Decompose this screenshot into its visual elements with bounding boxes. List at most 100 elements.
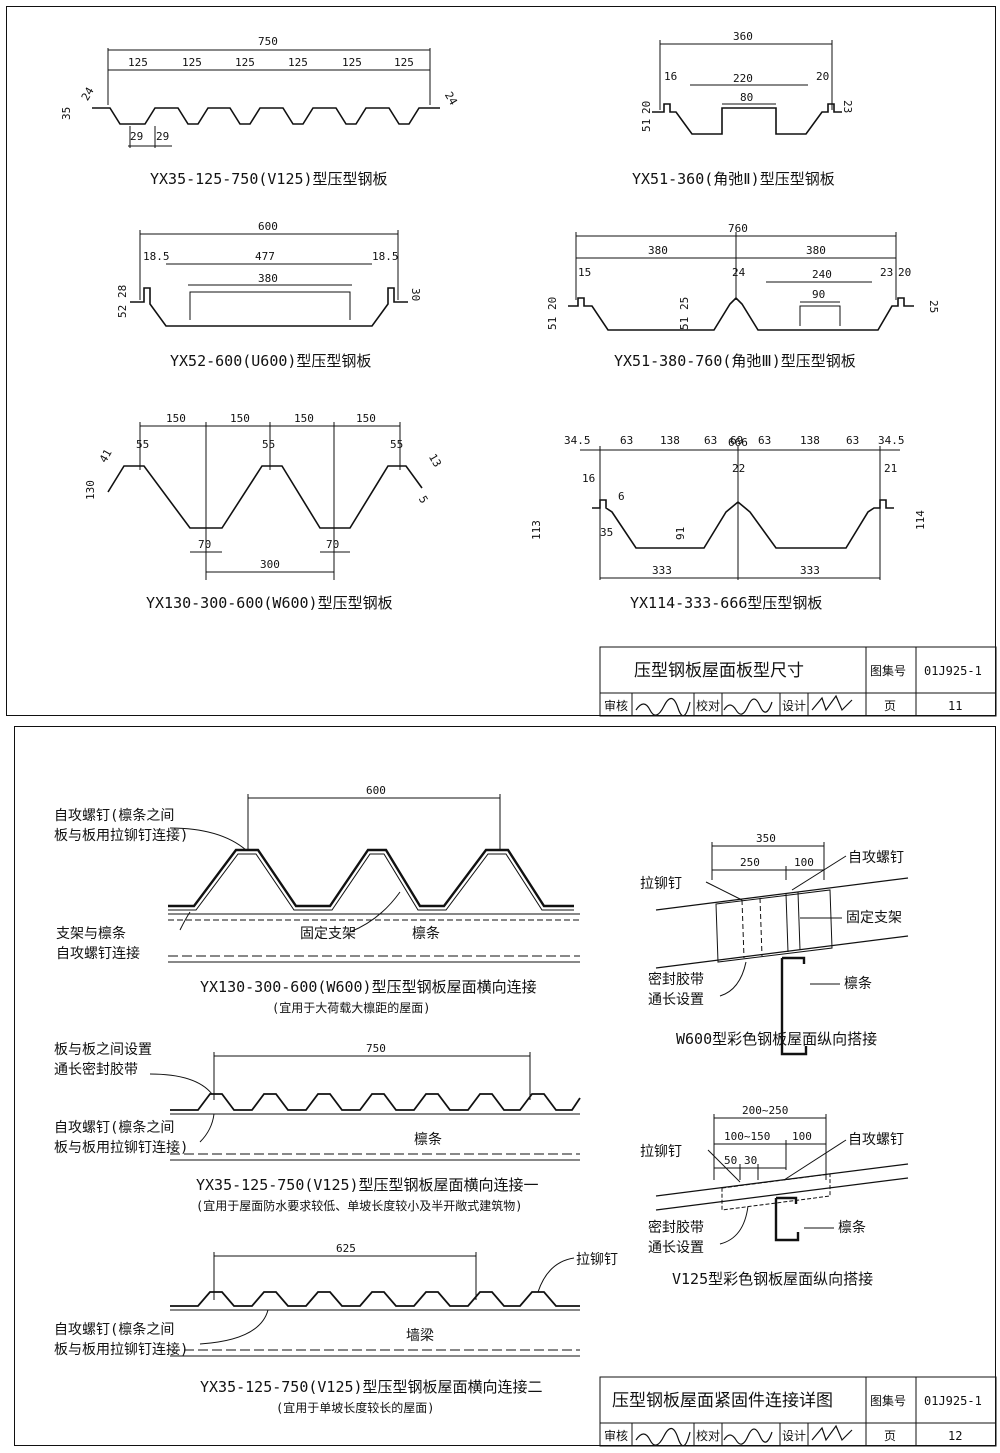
lap-w600-rivet: 拉铆钉 — [640, 876, 682, 892]
v125a-sub: (宜用于屋面防水要求较低、单坡长度较小及半开敞式建筑物) — [196, 1198, 522, 1213]
v125b-rivet: 拉铆钉 — [576, 1252, 618, 1268]
dim-top-2: 55 — [262, 438, 275, 451]
tb12-title: 压型钢板屋面紧固件连接详图 — [612, 1391, 833, 1411]
tb12-atlas-no: 01J925-1 — [924, 1394, 982, 1408]
dim-p3: 150 — [294, 412, 314, 425]
dim-e: 16 — [582, 472, 595, 485]
w600-bracket-note-2: 自攻螺钉连接 — [56, 945, 140, 962]
lap-w600-seal-1: 密封胶带 — [648, 971, 704, 988]
dim-750: 750 — [366, 1042, 386, 1055]
w600-sub: (宜用于大荷载大檩距的屋面) — [272, 1000, 430, 1015]
dim-bottom-1: 70 — [198, 538, 211, 551]
tb11-page-label: 页 — [884, 699, 896, 713]
title-block-12: 压型钢板屋面紧固件连接详图 图集号 01J925-1 审核 校对 设计 页 12 — [599, 1376, 997, 1447]
v125b-screw-note-2: 板与板用拉铆钉连接) — [54, 1341, 188, 1358]
dim-h3: 51 — [678, 317, 691, 330]
dim-h1: 51 — [640, 119, 653, 132]
dim-rib: 380 — [258, 272, 278, 285]
signature-check — [723, 1428, 773, 1445]
lap-v125-d2: 100 — [792, 1130, 812, 1143]
lap-v125-d4: 30 — [744, 1154, 757, 1167]
dim-pitch-3: 125 — [235, 56, 255, 69]
dim-c: 5 — [416, 494, 431, 506]
tb12-page-label: 页 — [884, 1429, 896, 1443]
dim-600: 600 — [366, 784, 386, 797]
dim-g: 22 — [732, 462, 745, 475]
dim-total: 760 — [728, 222, 748, 235]
dim-d: 69 — [730, 434, 743, 447]
dim-c: 240 — [812, 268, 832, 281]
dim-b: 13 — [426, 452, 444, 470]
profile-w600: 150 150 150 150 55 55 55 130 41 13 5 70 … — [84, 412, 444, 612]
profile-380-760: 760 380 380 15 24 240 23 20 90 51 20 51 … — [546, 222, 940, 370]
tb11-review: 审核 — [604, 698, 628, 713]
title-block-11: 压型钢板屋面板型尺寸 图集号 01J925-1 审核 校对 设计 页 11 — [599, 646, 997, 717]
dim-pitch-2: 125 — [182, 56, 202, 69]
dim-b-2: 63 — [704, 434, 717, 447]
v125a-seal-note-1: 板与板之间设置 — [54, 1042, 152, 1058]
dim-mid: 220 — [733, 72, 753, 85]
lap-w600-d-total: 350 — [756, 832, 776, 845]
dim-h3: 91 — [674, 527, 687, 540]
dim-f: 6 — [618, 490, 625, 503]
signature-check — [723, 698, 773, 715]
dim-pitch-5: 125 — [342, 56, 362, 69]
lap-w600-seal-2: 通长设置 — [648, 992, 704, 1008]
dim-h2: 28 — [116, 285, 129, 298]
dim-h1: 51 — [546, 317, 559, 330]
dim-pitch-4: 125 — [288, 56, 308, 69]
dim-total: 666 — [728, 436, 748, 449]
w600-screw-note-2: 板与板用拉铆钉连接) — [54, 827, 188, 844]
dim-h1: 113 — [530, 520, 543, 540]
dim-right: 20 — [816, 70, 829, 83]
v125b-caption: YX35-125-750(V125)型压型钢板屋面横向连接二 — [200, 1378, 543, 1396]
v125b-wall-beam: 墙梁 — [406, 1328, 434, 1344]
dim-c-1: 138 — [660, 434, 680, 447]
dim-b-4: 63 — [846, 434, 859, 447]
lap-w600-purlin: 檩条 — [844, 975, 872, 992]
lap-v125-rivet: 拉铆钉 — [640, 1144, 682, 1160]
caption-v125: YX35-125-750(V125)型压型钢板 — [150, 170, 388, 188]
w600-purlin: 檩条 — [412, 925, 440, 942]
dim-left: 16 — [664, 70, 677, 83]
tb12-design: 设计 — [782, 1429, 806, 1443]
dim-top-1: 55 — [136, 438, 149, 451]
tb11-check: 校对 — [696, 698, 720, 713]
dim-h1: 52 — [116, 305, 129, 318]
tb11-atlas-no: 01J925-1 — [924, 664, 982, 678]
dim-a-1: 34.5 — [564, 434, 591, 447]
dim-b-1: 63 — [620, 434, 633, 447]
lap-w600-screw: 自攻螺钉 — [848, 850, 904, 866]
dim-bottom: 29 — [156, 130, 169, 143]
dim-a: 41 — [97, 447, 115, 465]
dim-total: 360 — [733, 30, 753, 43]
dim-left: 18.5 — [143, 250, 170, 263]
v125b-screw-note-1: 自攻螺钉(檩条之间 — [54, 1321, 174, 1338]
signature-review — [635, 1427, 691, 1447]
tb11-atlas-label: 图集号 — [870, 663, 906, 678]
dim-top-3: 55 — [390, 438, 403, 451]
dim-h3: 30 — [409, 288, 422, 301]
tb12-review: 审核 — [604, 1428, 628, 1443]
tb12-page-no: 12 — [948, 1429, 962, 1443]
dim-p4: 150 — [356, 412, 376, 425]
dim-d: 23 — [880, 266, 893, 279]
dim-h4: 114 — [914, 510, 927, 530]
caption-114: YX114-333-666型压型钢板 — [630, 594, 822, 612]
tb11-page-no: 11 — [948, 699, 962, 713]
dim-half-1: 333 — [652, 564, 672, 577]
detail-w600-lap: 350 250 100 拉铆钉 自攻螺钉 固定支架 密封胶带 通长设置 檩条 W… — [640, 832, 909, 1056]
w600-screw-note-1: 自攻螺钉(檩条之间 — [54, 807, 174, 824]
dim-625: 625 — [336, 1242, 356, 1255]
dim-h3: 23 — [841, 100, 854, 113]
lap-v125-d3: 50 — [724, 1154, 737, 1167]
dim-c-2: 138 — [800, 434, 820, 447]
profile-360: 360 220 80 16 20 51 20 23 YX51-360(角弛Ⅱ)型… — [632, 30, 854, 188]
v125a-caption: YX35-125-750(V125)型压型钢板屋面横向连接一 — [196, 1176, 539, 1194]
dim-edge-left: 24 — [79, 85, 97, 103]
w600-fixed-bracket: 固定支架 — [300, 926, 356, 942]
lap-w600-caption: W600型彩色钢板屋面纵向搭接 — [676, 1030, 877, 1048]
caption-360: YX51-360(角弛Ⅱ)型压型钢板 — [632, 170, 835, 188]
detail-v125-transverse-1: 750 板与板之间设置 通长密封胶带 自攻螺钉(檩条之间 板与板用拉铆钉连接) … — [54, 1042, 581, 1213]
